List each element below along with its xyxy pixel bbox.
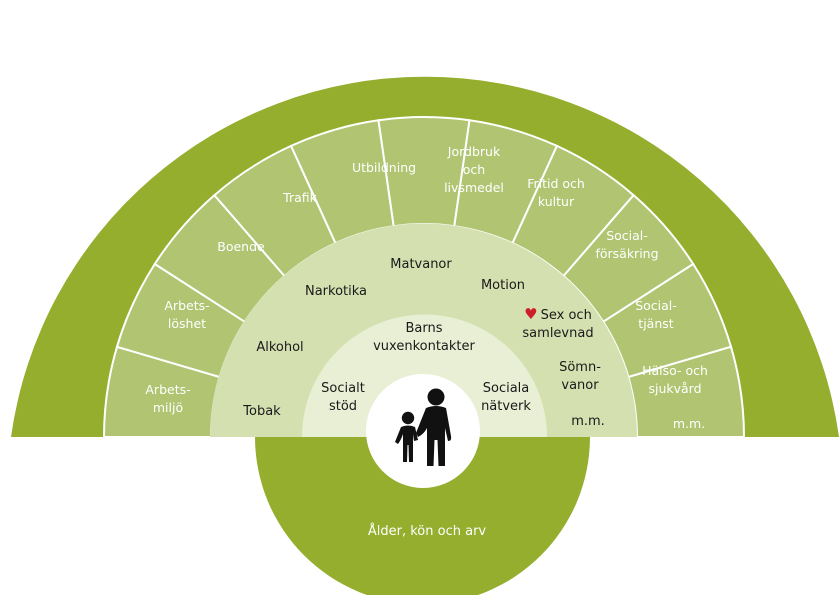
- sector-label-line: m.m.: [672, 416, 706, 431]
- sector-label-line: Trafik: [283, 190, 317, 205]
- stod-line: stöd: [328, 399, 358, 414]
- sector-label-arbetsloshet: Arbets- löshet: [164, 297, 209, 333]
- social-label-socialt-stod: Socialt stöd: [321, 380, 365, 416]
- lifestyle-label-sex-line2: samlevnad: [522, 326, 594, 341]
- sector-label-line: försäkring: [595, 246, 659, 261]
- bottom-arc-segment: [255, 437, 590, 595]
- somn-line: Sömn-: [559, 360, 601, 375]
- sector-label-line: Arbets-: [145, 382, 191, 397]
- sex-text: Sex och: [540, 308, 592, 323]
- natverk-line: nätverk: [481, 399, 531, 414]
- sector-label-fritid: Fritid och kultur: [527, 175, 585, 211]
- sector-label-arbetsmiljo: Arbets- miljö: [145, 381, 190, 417]
- lifestyle-label-sex-samlevnad: ♥Sex och samlevnad: [522, 305, 593, 343]
- stod-line: Socialt: [321, 381, 365, 396]
- natverk-line: Sociala: [482, 381, 530, 396]
- lifestyle-label-mm: m.m.: [571, 414, 605, 429]
- sector-label-trafik: Trafik: [283, 189, 317, 207]
- lifestyle-label-sex-line1: ♥Sex och: [522, 305, 593, 325]
- social-label-barns-vuxenkontakter: Barns vuxenkontakter: [373, 320, 475, 356]
- lifestyle-label-alkohol: Alkohol: [256, 340, 304, 355]
- outer-ring-label-line2: Samhällsekonomiska strategier: [319, 65, 525, 80]
- sector-label-utbildning: Utbildning: [352, 159, 416, 177]
- lifestyle-label-somnvanor: Sömn- vanor: [559, 359, 601, 395]
- lifestyle-label-motion: Motion: [480, 278, 526, 293]
- sector-label-line: sjukvård: [648, 381, 702, 396]
- sector-label-mm: m.m.: [673, 415, 705, 433]
- sector-label-line: tjänst: [638, 316, 674, 331]
- sector-label-socialtjanst: Social- tjänst: [635, 297, 677, 333]
- sector-label-line: Social-: [606, 228, 648, 243]
- barns-line: vuxenkontakter: [373, 339, 475, 354]
- sector-label-line: löshet: [167, 316, 207, 331]
- barns-line: Barns: [405, 321, 443, 336]
- sector-label-line: Hälso- och: [642, 363, 708, 378]
- somn-line: vanor: [561, 378, 599, 393]
- sector-label-socialforsakring: Social- försäkring: [595, 227, 658, 263]
- lifestyle-label-narkotika: Narkotika: [304, 284, 368, 299]
- sector-label-line: livsmedel: [444, 180, 504, 195]
- parent-child-icon: [395, 388, 452, 466]
- heart-icon: ♥: [524, 305, 538, 323]
- sector-label-line: Social-: [635, 298, 677, 313]
- sector-label-jordbruk: Jordbruk och livsmedel: [444, 143, 504, 197]
- sector-label-line: Boende: [217, 239, 265, 254]
- sector-label-line: miljö: [152, 400, 184, 415]
- outer-ring-label: Miljö Samhällsekonomiska strategier: [320, 46, 524, 82]
- lifestyle-label-tobak: Tobak: [243, 404, 281, 419]
- bottom-label: Ålder, kön och arv: [367, 524, 487, 539]
- sector-label-line: Jordbruk: [447, 144, 501, 159]
- sector-label-boende: Boende: [217, 238, 264, 256]
- sector-label-line: kultur: [537, 194, 575, 209]
- sector-label-line: Fritid och: [527, 176, 585, 191]
- sector-label-line: Arbets-: [164, 298, 210, 313]
- sector-label-halso-sjukvard: Hälso- och sjukvård: [642, 362, 708, 398]
- sector-label-line: och: [462, 162, 486, 177]
- social-label-sociala-natverk: Sociala nätverk: [481, 380, 531, 416]
- lifestyle-label-matvanor: Matvanor: [390, 257, 452, 272]
- outer-ring-label-line1: Miljö: [406, 47, 438, 62]
- sector-label-line: Utbildning: [351, 160, 417, 175]
